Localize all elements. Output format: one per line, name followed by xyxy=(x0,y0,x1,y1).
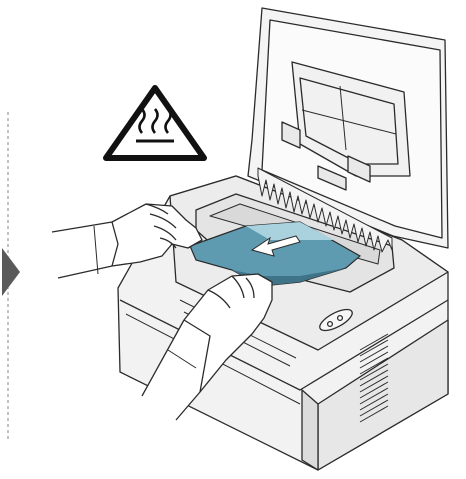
arrow-right-icon xyxy=(2,248,20,296)
step-indicator xyxy=(2,112,20,440)
hot-surface-warning-icon xyxy=(106,88,204,158)
